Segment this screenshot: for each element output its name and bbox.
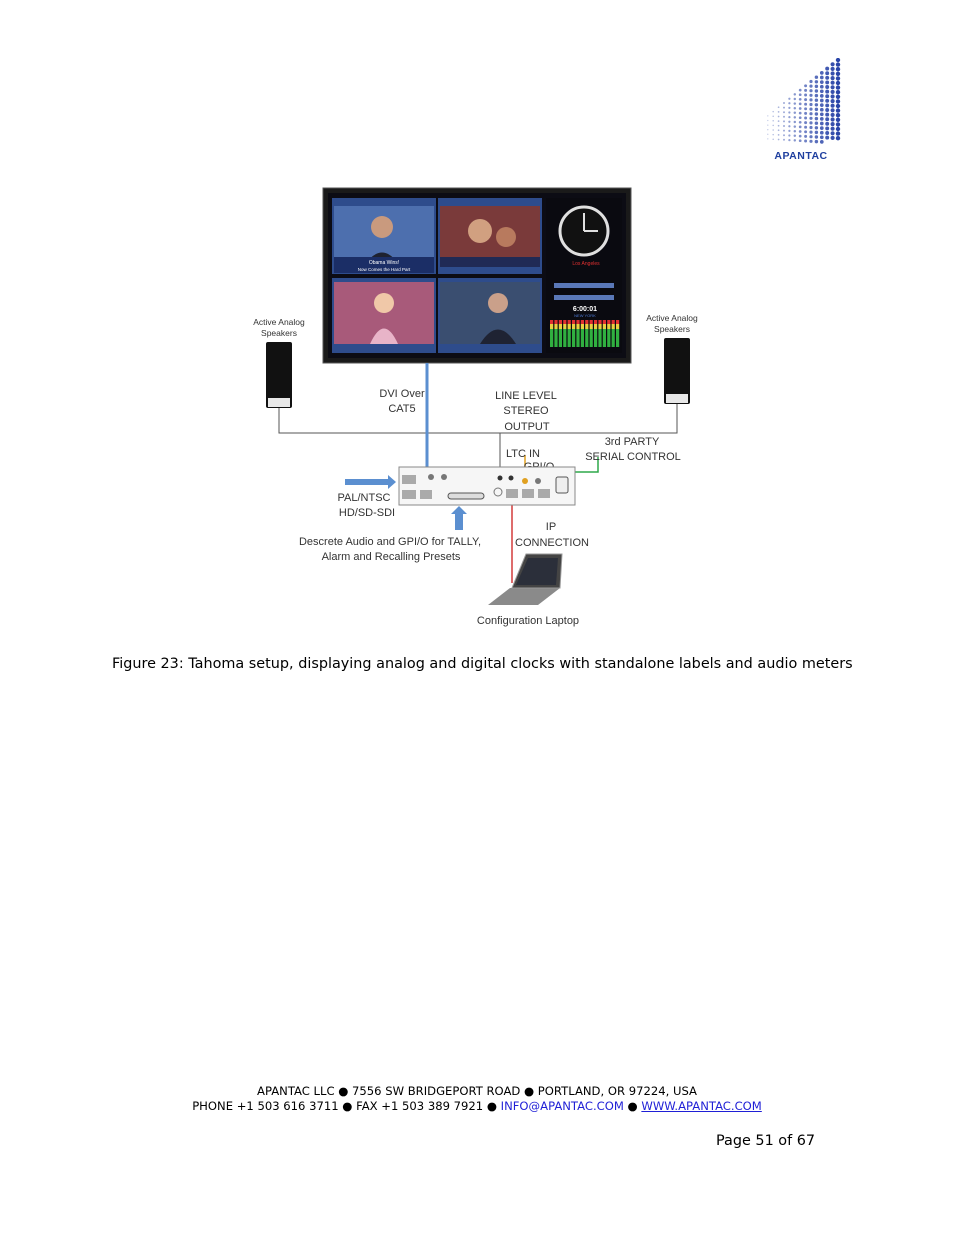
footer-email-link[interactable]: INFO@APANTAC.COM: [500, 1099, 624, 1113]
footer-website-link[interactable]: WWW.APANTAC.COM: [641, 1099, 762, 1113]
dvi-label-1: DVI Over: [379, 388, 425, 400]
footer-separator: ●: [623, 1099, 642, 1113]
ip-label-2: CONNECTION: [515, 537, 589, 549]
footer-address: APANTAC LLC ● 7556 SW BRIDGEPORT ROAD ● …: [257, 1084, 697, 1098]
dvi-label-2: CAT5: [388, 403, 415, 415]
speaker-wire: [278, 404, 678, 434]
speakers-left-label-2: Speakers: [261, 328, 297, 338]
laptop-label: Configuration Laptop: [477, 615, 579, 627]
speakers-right-label-2: Speakers: [654, 324, 690, 334]
pal-arrow: [345, 475, 396, 489]
footer-contact: PHONE +1 503 616 3711 ● FAX +1 503 389 7…: [0, 1099, 954, 1113]
speaker-left: [266, 342, 292, 408]
news-title-1: Obama Wins!: [369, 260, 399, 266]
line-level-label-1: LINE LEVEL: [495, 390, 557, 402]
speakers-left-label-1: Active Analog: [253, 317, 305, 327]
clock-city-1: Los Angeles: [572, 261, 600, 267]
logo-dot-pattern: [767, 58, 841, 144]
logo-text: APANTAC: [774, 150, 827, 162]
line-level-label-2: STEREO: [503, 405, 549, 417]
pal-label-2: HD/SD-SDI: [339, 507, 395, 519]
discrete-label-2: Alarm and Recalling Presets: [322, 551, 461, 563]
clock-city-2: NEW YORK: [574, 313, 596, 318]
discrete-arrow: [451, 506, 467, 530]
tahoma-setup-diagram: Obama Wins! Now Comes the Hard Part Los …: [253, 187, 698, 627]
speakers-right-label-1: Active Analog: [646, 313, 698, 323]
figure-caption: Figure 23: Tahoma setup, displaying anal…: [112, 656, 853, 672]
page-number: Page 51 of 67: [716, 1133, 816, 1149]
ip-label-1: IP: [546, 521, 556, 533]
serial-label-2: SERIAL CONTROL: [585, 451, 681, 463]
audio-meters: [550, 320, 620, 347]
ltc-label: LTC IN: [506, 448, 540, 460]
line-level-label-3: OUTPUT: [504, 421, 550, 433]
digital-clock: 6:00:01: [573, 306, 597, 313]
serial-label-1: 3rd PARTY: [605, 436, 660, 448]
discrete-label-1: Descrete Audio and GPI/O for TALLY,: [299, 536, 481, 548]
apantac-logo: APANTAC: [767, 58, 841, 162]
pal-label-1: PAL/NTSC: [338, 492, 391, 504]
tahoma-device: [398, 466, 576, 506]
speaker-right: [664, 338, 690, 404]
news-title-2: Now Comes the Hard Part: [358, 267, 411, 272]
footer-phone-fax: PHONE +1 503 616 3711 ● FAX +1 503 389 7…: [192, 1099, 501, 1113]
laptop: [488, 588, 560, 605]
